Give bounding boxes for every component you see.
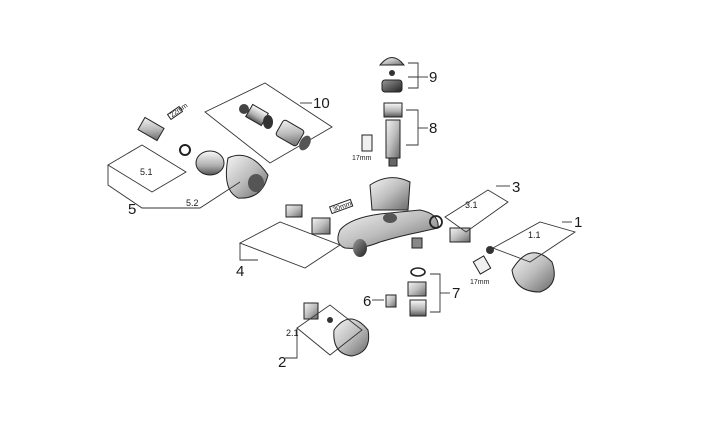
part-10-group: 10 [204, 82, 333, 164]
wrench-17mm-top-label: 17mm [352, 155, 372, 162]
part-5-2-cover [225, 154, 269, 199]
part-9-bracket-bottom [408, 76, 419, 89]
part-4-group: 4 30mm [236, 198, 354, 280]
part-1-handle [511, 252, 555, 293]
part-5-group: 5.1 5.2 5 22mm [107, 102, 269, 218]
part-7-bracket [430, 273, 441, 313]
label-4: 4 [236, 263, 244, 280]
part-3-o-ring [429, 215, 443, 229]
part-5-1-bracket [107, 144, 187, 193]
part-10-sleeve [239, 103, 273, 129]
part-2-group: 2.1 2 [278, 302, 370, 371]
wrench-22mm: 22mm [166, 102, 189, 121]
part-4-connector [311, 217, 331, 235]
part-4-leader [239, 243, 258, 261]
part-9-knob [381, 79, 403, 93]
label-2: 2 [278, 354, 286, 371]
part-7-spout [409, 299, 427, 317]
part-4-nut [285, 204, 303, 218]
part-1-1-bracket [491, 221, 577, 263]
part-3-1-bracket [444, 189, 509, 233]
part-2-1-valve [303, 302, 319, 320]
part-9-bracket-top [408, 62, 419, 78]
part-7-washer [410, 267, 426, 277]
part-8-group: 8 17mm [352, 102, 437, 167]
part-6-group: 6 [363, 293, 397, 310]
label-9: 9 [429, 69, 437, 86]
label-3-1: 3.1 [465, 200, 478, 210]
part-3-group: 3.1 3 [429, 179, 520, 243]
part-5-washer [179, 144, 191, 156]
part-8-stem [388, 157, 398, 167]
part-6-aerator [385, 294, 397, 308]
part-3-valve [449, 227, 471, 243]
part-9-group: 9 [378, 57, 437, 93]
label-5-2: 5.2 [186, 198, 199, 208]
part-5-bracket [107, 165, 241, 209]
wrench-17mm-right [472, 255, 492, 275]
part-1-1-screw [486, 246, 494, 254]
part-4-bracket [238, 221, 341, 269]
label-5: 5 [128, 201, 136, 218]
label-1: 1 [574, 214, 582, 231]
wrench-30mm-label: 30mm [332, 200, 353, 213]
part-8-ring [383, 102, 403, 118]
part-5-2-flange [195, 150, 225, 176]
part-8-cartridge [385, 119, 401, 159]
part-2-leader [285, 328, 298, 359]
label-1-1: 1.1 [528, 230, 541, 240]
part-2-handle [333, 318, 370, 357]
wrench-22mm-label: 22mm [169, 102, 189, 119]
wrench-30mm: 30mm [328, 198, 354, 215]
part-9-screw [389, 70, 395, 76]
part-2-1-screw [327, 317, 333, 323]
wrench-17mm-right-label: 17mm [470, 279, 490, 286]
label-5-1: 5.1 [140, 167, 153, 177]
part-8-bracket [406, 109, 419, 146]
mixer-body [337, 177, 439, 257]
part-10-cap [275, 119, 311, 151]
wrench-17mm-top [361, 134, 373, 152]
part-5-2-opening [248, 174, 264, 192]
label-6: 6 [363, 293, 371, 310]
part-7-diverter [407, 281, 427, 297]
label-7: 7 [452, 285, 460, 302]
label-10: 10 [313, 95, 330, 112]
part-2-1-bracket [296, 304, 363, 356]
label-3: 3 [512, 179, 520, 196]
part-5-fitting [137, 116, 165, 142]
part-1-group: 1.1 1 17mm [470, 214, 582, 293]
part-9-cap [378, 57, 406, 66]
label-2-1: 2.1 [286, 328, 299, 338]
part-10-box [204, 82, 333, 164]
part-7-group: 7 [407, 267, 460, 317]
label-8: 8 [429, 120, 437, 137]
